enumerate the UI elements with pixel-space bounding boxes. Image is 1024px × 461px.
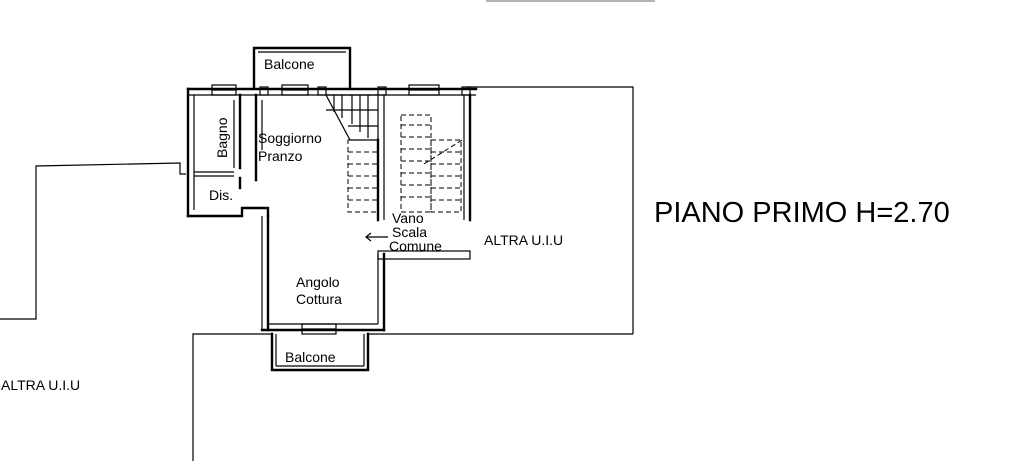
stair-direction-arrow bbox=[365, 232, 388, 242]
label-comune: Comune bbox=[389, 238, 442, 254]
window-top-left bbox=[211, 84, 237, 96]
label-pranzo: Pranzo bbox=[258, 148, 303, 164]
window-top-mid bbox=[281, 84, 309, 96]
label-cottura: Cottura bbox=[296, 291, 342, 307]
label-angolo: Angolo bbox=[296, 274, 340, 290]
pillar-1 bbox=[259, 86, 269, 96]
label-dis: Dis. bbox=[209, 187, 233, 203]
window-bottom bbox=[301, 323, 337, 335]
winder-stair bbox=[325, 94, 379, 141]
window-top-right bbox=[408, 84, 440, 96]
label-vano: Vano bbox=[392, 210, 424, 226]
label-soggiorno: Soggiorno bbox=[258, 130, 322, 146]
bottom-neighbor-outline bbox=[192, 333, 272, 461]
label-balcone-bottom: Balcone bbox=[285, 349, 336, 365]
stair-landing-wall bbox=[377, 250, 471, 260]
label-scala: Scala bbox=[392, 224, 427, 240]
label-altra-uiu-right: ALTRA U.I.U bbox=[484, 232, 563, 248]
wall-dis-bottom bbox=[186, 206, 270, 218]
stair-treads-dashed bbox=[347, 114, 463, 213]
left-neighbor-outline bbox=[0, 162, 186, 320]
pillar-4 bbox=[461, 86, 471, 96]
plan-title: PIANO PRIMO H=2.70 bbox=[654, 197, 950, 229]
label-bagno: Bagno bbox=[214, 117, 230, 158]
label-balcone-top: Balcone bbox=[264, 56, 315, 72]
pillar-2 bbox=[317, 86, 327, 96]
balcone-top-outline bbox=[252, 46, 352, 89]
pillar-3 bbox=[377, 86, 387, 96]
balcone-bottom-outline bbox=[270, 332, 370, 372]
right-neighbor-outline bbox=[466, 86, 634, 334]
label-altra-uiu-left: ALTRA U.I.U bbox=[1, 377, 80, 393]
